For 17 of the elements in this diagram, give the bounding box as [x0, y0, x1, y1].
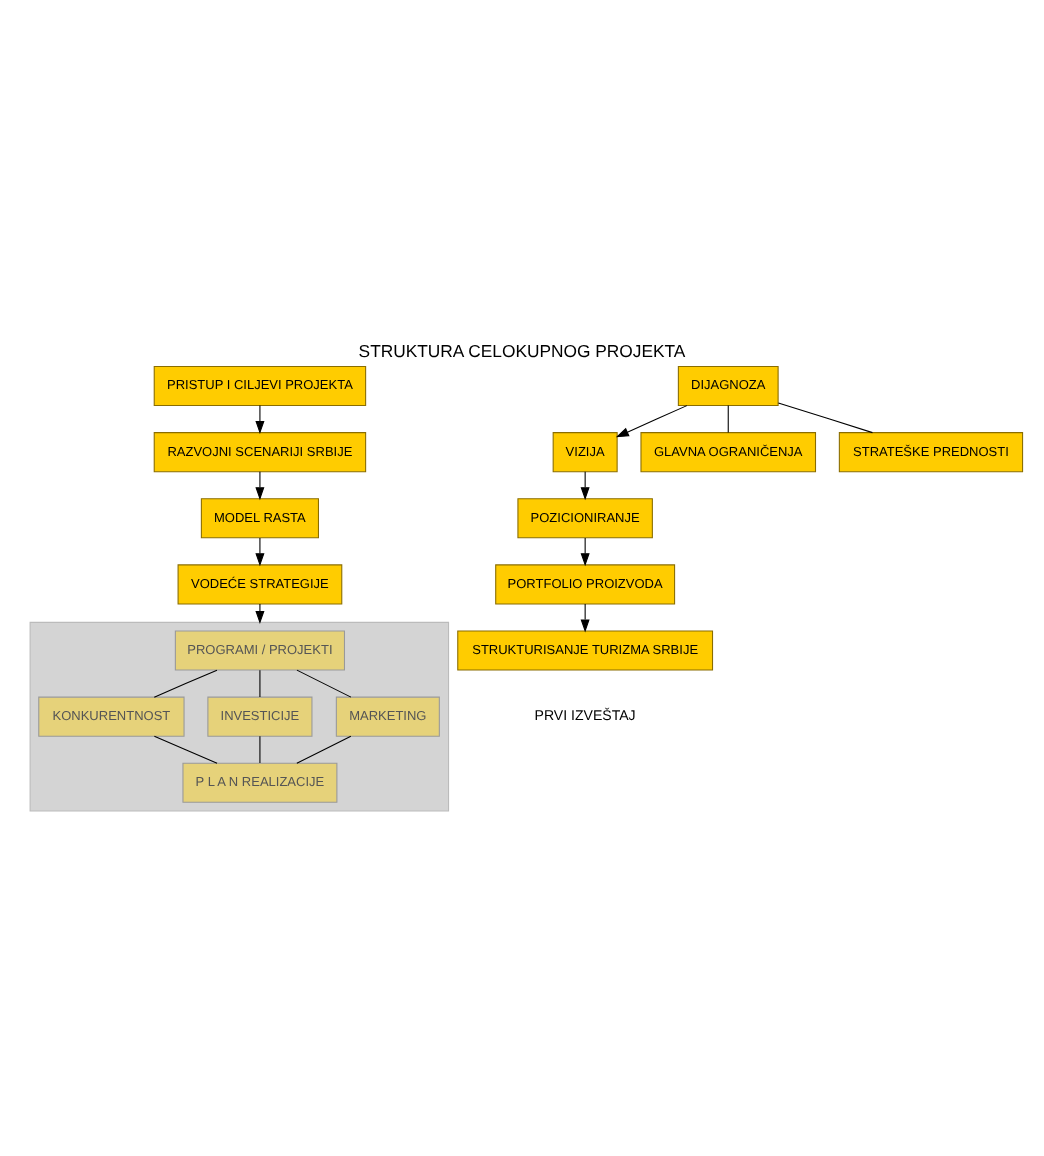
connector	[296, 734, 352, 763]
arrow	[255, 470, 265, 500]
arrow	[580, 470, 590, 500]
cluster	[29, 620, 450, 811]
connector	[296, 668, 352, 697]
connector	[259, 668, 261, 697]
connector	[153, 734, 218, 763]
connector	[777, 401, 873, 433]
connector	[153, 668, 218, 697]
connector	[259, 734, 261, 763]
arrow	[580, 602, 590, 632]
connector	[727, 404, 729, 432]
arrow	[255, 536, 265, 566]
arrow	[580, 536, 590, 566]
arrow	[255, 404, 265, 434]
diagram-title: STRUKTURA CELOKUPNOG PROJEKTA	[358, 339, 686, 360]
arrow	[615, 404, 688, 437]
